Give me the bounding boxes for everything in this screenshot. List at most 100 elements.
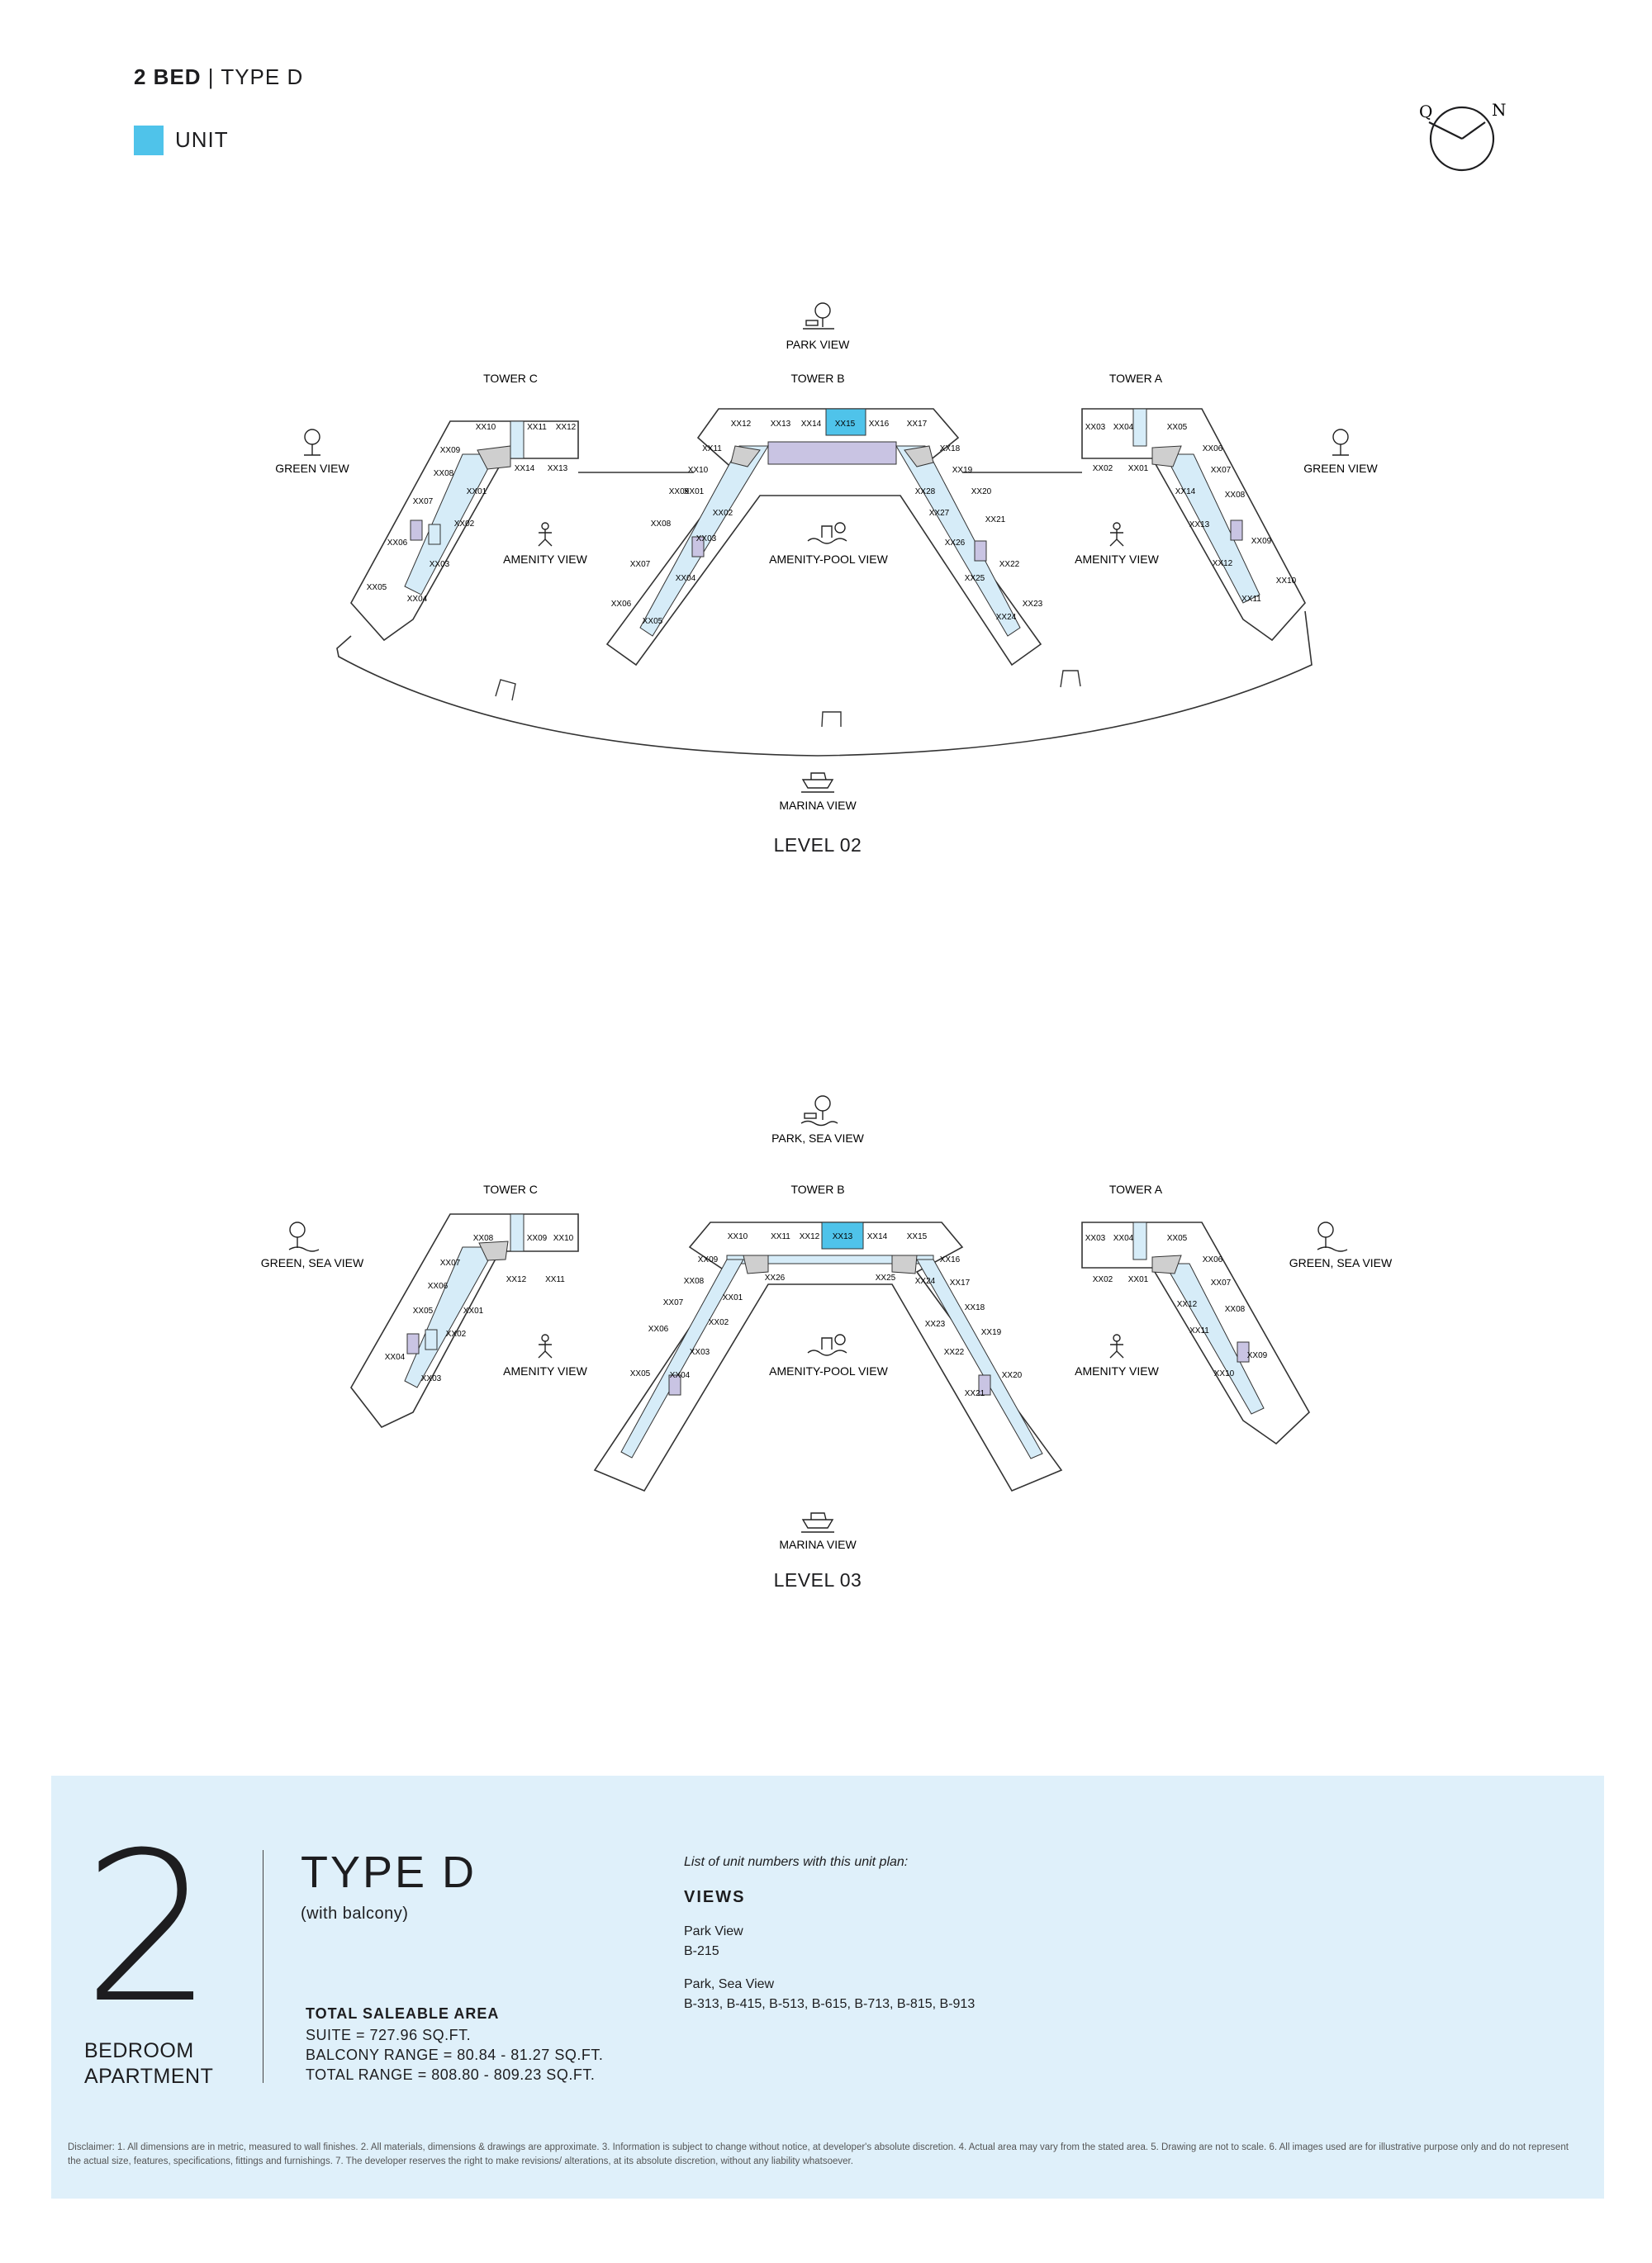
- level-03-right-view-label: GREEN, SEA VIEW: [1289, 1256, 1393, 1269]
- level-02-tower-c-label: TOWER C: [483, 372, 538, 385]
- unit-number-label: XX07: [440, 1259, 461, 1268]
- marina-view-icon: [801, 772, 834, 793]
- unit-number-label: XX11: [1241, 595, 1261, 604]
- unit-number-label: XX02: [1093, 1275, 1113, 1284]
- unit-number-label: XX07: [663, 1298, 684, 1307]
- disclaimer-text: Disclaimer: 1. All dimensions are in met…: [68, 2142, 1569, 2166]
- unit-number-label: XX02: [709, 1318, 729, 1327]
- unit-number-label: XX26: [765, 1274, 786, 1283]
- level-02-tower-b-label: TOWER B: [790, 372, 844, 385]
- unit-number-label: XX18: [940, 444, 961, 453]
- unit-number-label: XX23: [925, 1320, 946, 1329]
- unit-number-label: XX16: [869, 420, 890, 429]
- unit-number-label: XX24: [996, 613, 1017, 622]
- unit-number-label: XX05: [643, 617, 663, 626]
- unit-number-label: XX07: [630, 560, 651, 569]
- unit-number-label: XX12: [1177, 1300, 1198, 1309]
- amenity-pool-icon-03: [807, 1334, 847, 1356]
- level-02-plan: PARK VIEW GREEN VIEW GREEN VIEW MARINA V…: [0, 289, 1652, 884]
- level-02-amenity-left-label: AMENITY VIEW: [503, 553, 587, 566]
- suite-area: SUITE = 727.96 SQ.FT.: [306, 2027, 472, 2043]
- unit-legend-label: UNIT: [175, 127, 229, 152]
- unit-number-label: XX06: [1203, 444, 1223, 453]
- level-03-bottom-view-label: MARINA VIEW: [779, 1538, 857, 1551]
- unit-number-label: XX01: [1128, 464, 1149, 473]
- unit-number-label: XX15: [907, 1232, 928, 1241]
- unit-number-label: XX11: [702, 444, 722, 453]
- unit-number-label: XX09: [1247, 1351, 1268, 1360]
- level-03-top-view-label: PARK, SEA VIEW: [771, 1132, 865, 1145]
- bedroom-label-line1: BEDROOM: [84, 2039, 194, 2062]
- title-separator: |: [201, 64, 221, 89]
- unit-info-panel: [51, 1776, 1604, 2199]
- level-03-amenity-center-label: AMENITY-POOL VIEW: [769, 1364, 888, 1378]
- amenity-left-icon: [538, 522, 553, 547]
- unit-number-label: XX10: [1276, 576, 1297, 586]
- unit-number-label: XX07: [413, 497, 434, 506]
- unit-number-label: XX02: [1093, 464, 1113, 473]
- unit-number-label: XX02: [446, 1330, 467, 1339]
- marina-view-icon-03: [801, 1512, 834, 1533]
- level-02-tower-a: [1081, 408, 1306, 642]
- unit-number-label: XX17: [907, 420, 928, 429]
- unit-number-label: XX09: [698, 1255, 719, 1264]
- park-sea-view-icon: [800, 1095, 838, 1127]
- unit-number-label: XX19: [981, 1328, 1002, 1337]
- level-03-tower-a-label: TOWER A: [1109, 1183, 1163, 1196]
- level-03-tower-a: [1081, 1222, 1311, 1445]
- level-03-tower-b: [593, 1222, 1063, 1492]
- unit-number-label: XX04: [1113, 423, 1134, 432]
- unit-number-label: XX18: [965, 1303, 985, 1312]
- unit-number-label: XX24: [915, 1277, 936, 1286]
- level-03-highlight-unit: [821, 1222, 864, 1250]
- unit-number-label: XX03: [690, 1348, 710, 1357]
- unit-number-label: XX22: [999, 560, 1020, 569]
- unit-number-label: XX23: [1023, 600, 1043, 609]
- unit-number-label: XX08: [1225, 1305, 1246, 1314]
- level-02-right-view-label: GREEN VIEW: [1303, 462, 1378, 475]
- level-02-tower-a-label: TOWER A: [1109, 372, 1163, 385]
- green-view-right-icon: [1332, 429, 1349, 456]
- level-03-label: LEVEL 03: [773, 1569, 862, 1591]
- unit-number-label: XX05: [1167, 423, 1188, 432]
- balcony-range: BALCONY RANGE = 80.84 - 81.27 SQ.FT.: [306, 2047, 604, 2063]
- unit-number-label: XX02: [713, 509, 733, 518]
- compass-q-letter: Q: [1419, 102, 1432, 121]
- unit-number-label: XX21: [985, 515, 1006, 524]
- unit-number-label: XX10: [728, 1232, 748, 1241]
- unit-number-label: XX13: [833, 1232, 853, 1241]
- unit-number-label: XX05: [367, 583, 387, 592]
- level-02-amenity-right-label: AMENITY VIEW: [1075, 553, 1159, 566]
- unit-number-label: XX13: [548, 464, 568, 473]
- unit-number-label: XX08: [473, 1234, 494, 1243]
- unit-number-label: XX11: [1189, 1326, 1209, 1336]
- type-subtitle: (with balcony): [301, 1905, 409, 1923]
- unit-number-label: XX25: [876, 1274, 896, 1283]
- page-title: 2 BED | TYPE D: [134, 64, 303, 90]
- unit-number-label: XX13: [771, 420, 791, 429]
- unit-number-label: XX14: [515, 464, 535, 473]
- bedroom-count-number: 2: [83, 1808, 215, 2048]
- unit-number-label: XX17: [950, 1279, 971, 1288]
- unit-number-label: XX06: [648, 1325, 669, 1334]
- unit-number-label: XX07: [1211, 466, 1232, 475]
- unit-number-label: XX01: [723, 1293, 743, 1302]
- park-view-icon: [803, 302, 834, 330]
- level-03-tower-b-label: TOWER B: [790, 1183, 844, 1196]
- level-02-left-view-label: GREEN VIEW: [275, 462, 349, 475]
- view-1-name: Park View: [684, 1924, 743, 1938]
- unit-number-label: XX20: [971, 487, 992, 496]
- total-range: TOTAL RANGE = 808.80 - 809.23 SQ.FT.: [306, 2066, 596, 2083]
- unit-number-label: XX26: [945, 538, 966, 548]
- unit-number-label: XX25: [965, 574, 985, 583]
- level-03-amenity-left-label: AMENITY VIEW: [503, 1364, 587, 1378]
- unit-number-label: XX01: [684, 487, 705, 496]
- unit-number-label: XX02: [454, 519, 475, 529]
- unit-number-label: XX03: [430, 560, 450, 569]
- unit-number-label: XX04: [676, 574, 696, 583]
- amenity-pool-icon: [807, 522, 847, 544]
- unit-number-label: XX03: [696, 534, 717, 543]
- unit-number-label: XX04: [407, 595, 428, 604]
- unit-number-label: XX10: [476, 423, 496, 432]
- unit-number-label: XX12: [556, 423, 577, 432]
